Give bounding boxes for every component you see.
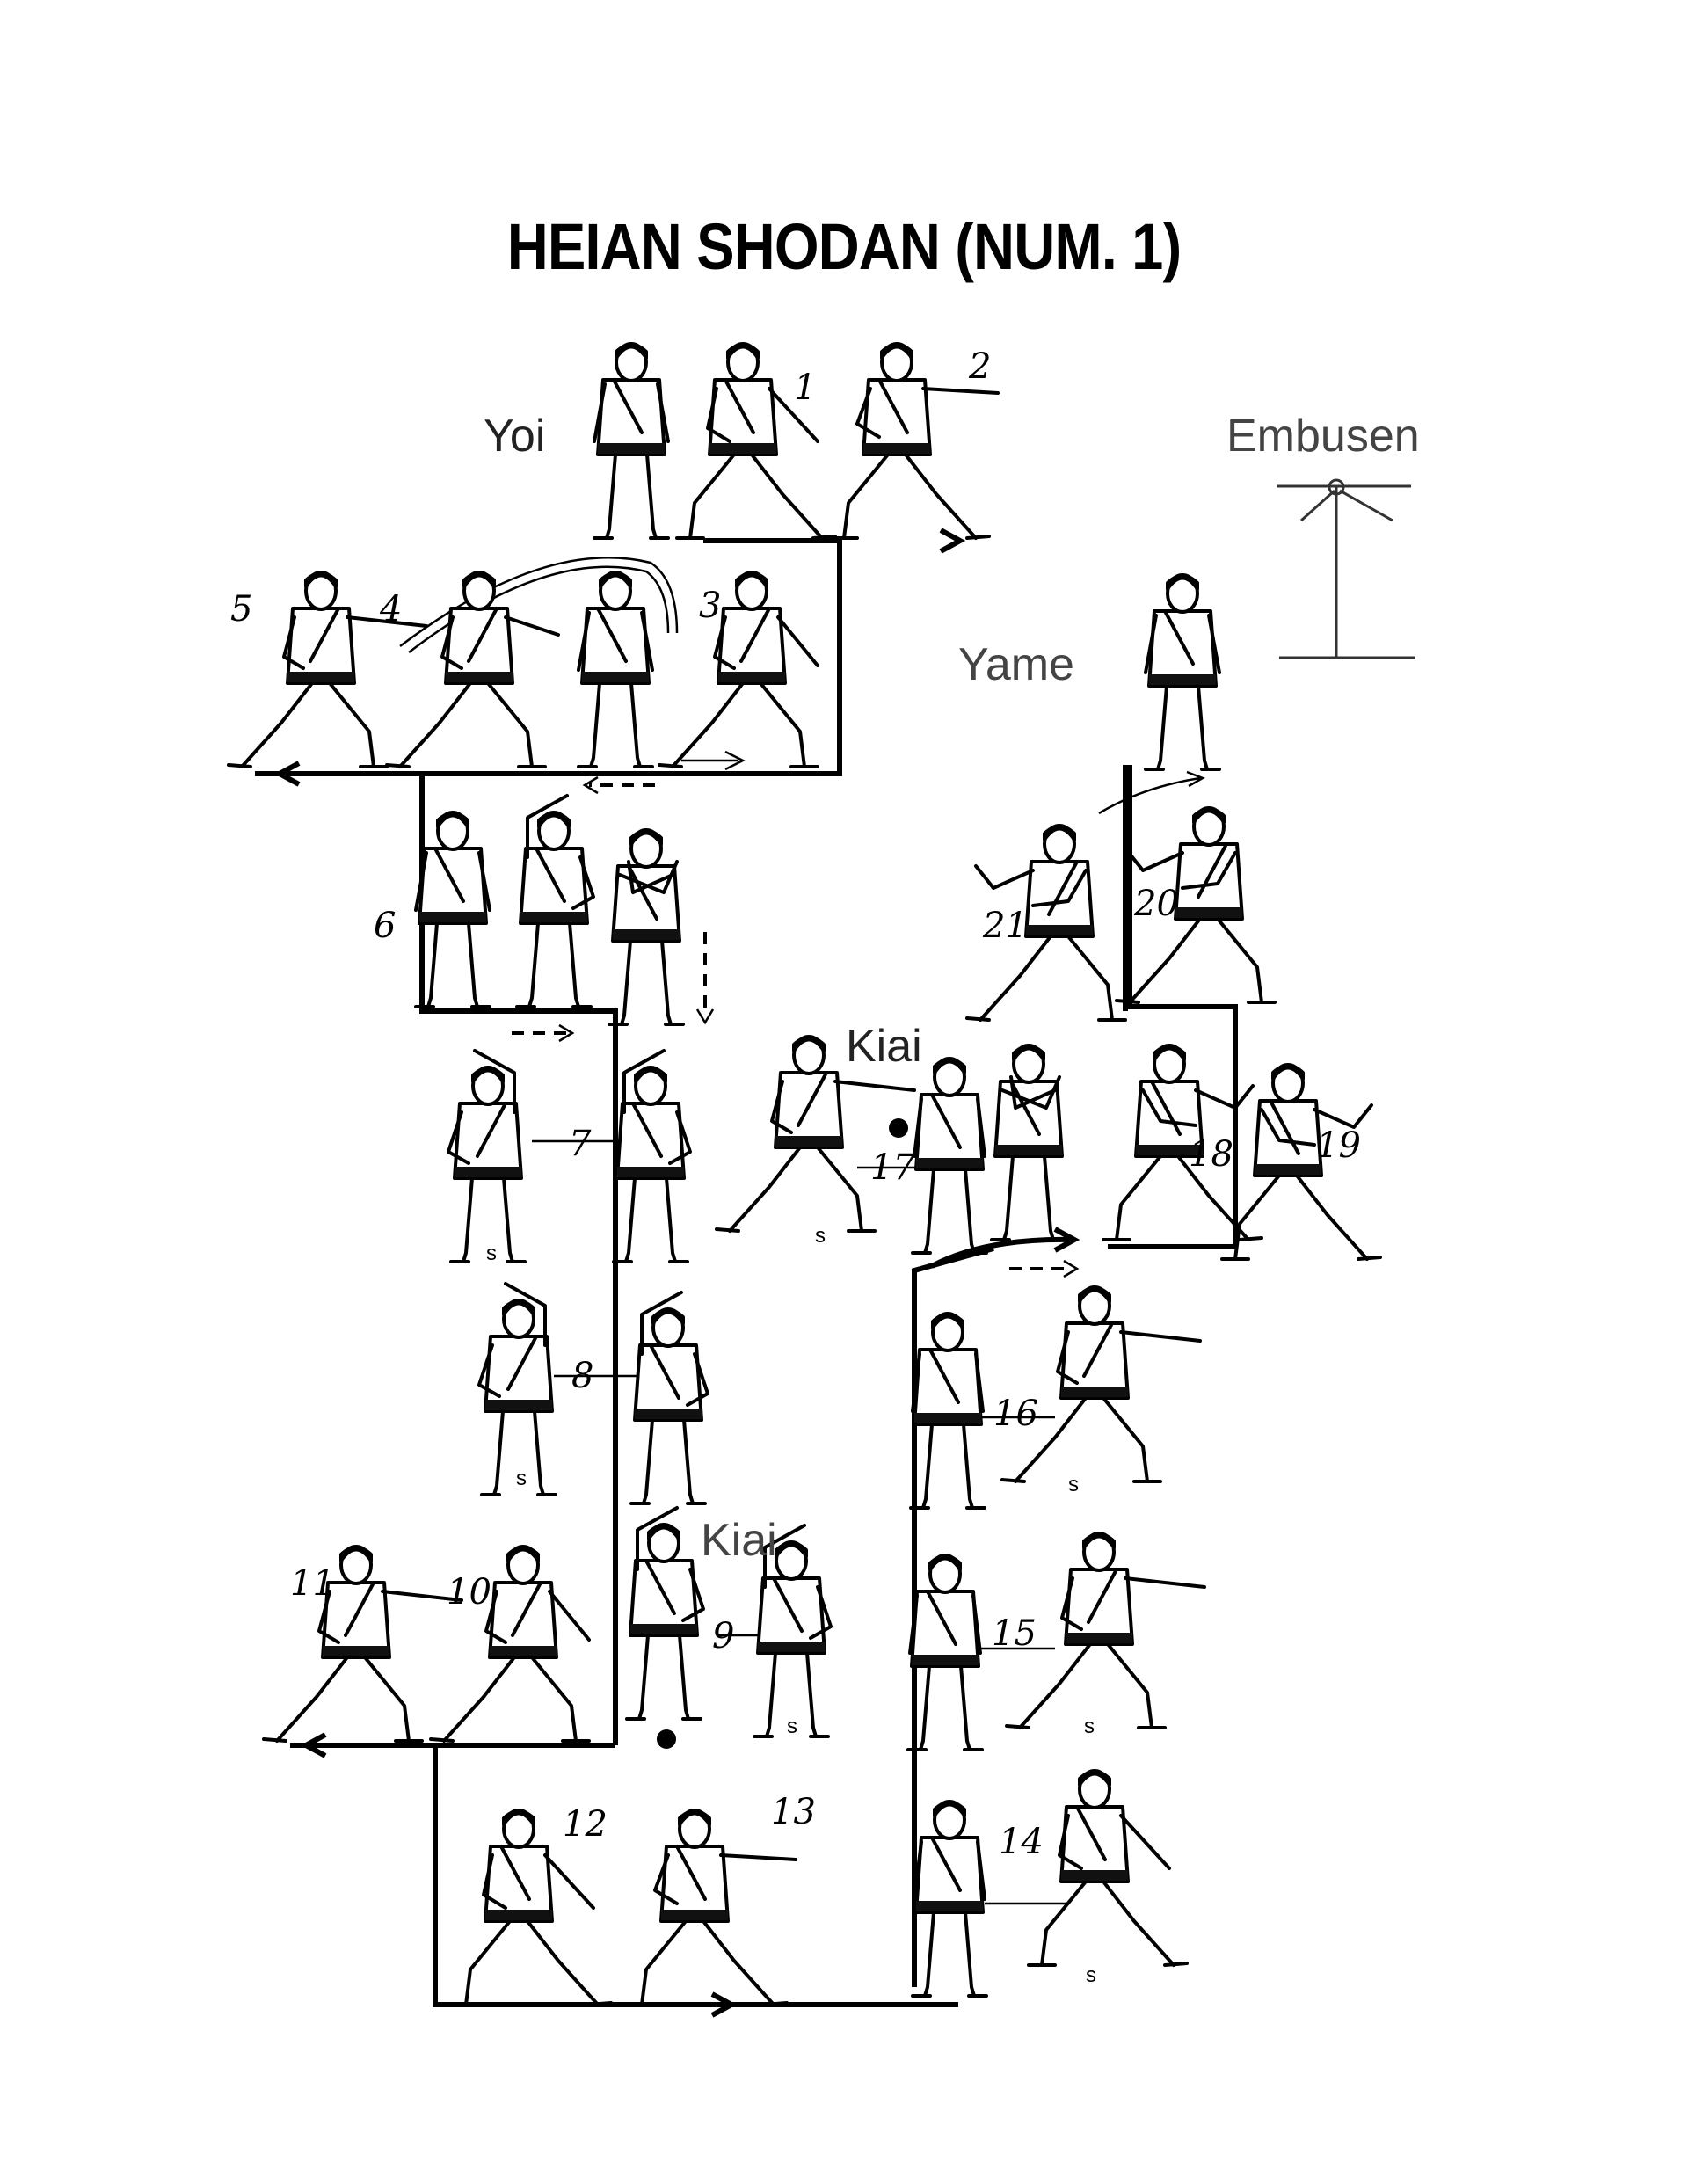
- karateka-13: [627, 1809, 797, 2006]
- kiai-dot-17: [889, 1118, 908, 1138]
- karateka-5: [227, 571, 428, 768]
- stance-marker-8: s: [516, 1467, 527, 1490]
- karateka-17b: [911, 1057, 988, 1255]
- karateka-16b: [1000, 1285, 1202, 1483]
- stance-marker-17: s: [815, 1224, 826, 1248]
- step-number-19: 19: [1316, 1125, 1361, 1166]
- arrow-outline-3: [681, 750, 746, 771]
- step-number-7: 7: [569, 1124, 592, 1164]
- karateka-4: [385, 571, 560, 768]
- path-right-upper: [1108, 765, 1238, 1249]
- step-number-9: 9: [712, 1616, 735, 1656]
- label-kiai-17: Kiai: [846, 1021, 922, 1072]
- karateka-21: [965, 824, 1127, 1022]
- arrow-to-yame-head: [1186, 770, 1205, 788]
- stance-marker-9: s: [787, 1714, 797, 1738]
- karateka-9b: [625, 1506, 705, 1721]
- karateka-12: [451, 1809, 613, 2006]
- karateka-15b: [1005, 1532, 1206, 1729]
- embusen-symbol: [1277, 478, 1415, 659]
- arrow-right-top: [939, 528, 966, 554]
- karateka-7: [447, 1049, 527, 1263]
- step-number-2: 2: [969, 346, 992, 387]
- karateka-15: [906, 1554, 984, 1751]
- arrow-to-yame: [1098, 776, 1201, 815]
- dash-arrow-1-head: [582, 775, 599, 795]
- karateka-16: [909, 1312, 986, 1510]
- step-number-12: 12: [563, 1804, 608, 1845]
- dash-arrow-2-head: [558, 1023, 575, 1043]
- karateka-8: [477, 1282, 557, 1496]
- karateka-14b: [1027, 1769, 1189, 1967]
- label-yoi: Yoi: [484, 411, 546, 462]
- karateka-19: [1220, 1063, 1382, 1261]
- karateka-6c: [608, 828, 685, 1026]
- karateka-turn-3: [577, 571, 654, 768]
- step-number-1: 1: [794, 368, 817, 408]
- karateka-20: [1115, 806, 1277, 1004]
- path-top: [255, 538, 842, 776]
- karateka-9: [753, 1524, 833, 1738]
- arrow-right-bottom: [710, 1991, 738, 2018]
- step-number-18: 18: [1189, 1134, 1233, 1175]
- karateka-17c: [990, 1044, 1067, 1241]
- stance-marker-15: s: [1084, 1714, 1095, 1738]
- karateka-7b: [612, 1049, 692, 1263]
- page-title: HEIAN SHODAN (NUM. 1): [506, 210, 1182, 283]
- step-number-6: 6: [374, 906, 397, 946]
- karateka-yame: [1144, 573, 1221, 771]
- karateka-11: [262, 1545, 463, 1743]
- dash-arrow-3-head: [695, 1008, 715, 1025]
- label-yame: Yame: [958, 639, 1074, 690]
- dash-arrow-4-head: [1063, 1259, 1080, 1278]
- step-number-13: 13: [771, 1792, 816, 1832]
- stance-marker-14: s: [1086, 1963, 1096, 1987]
- karateka-14: [911, 1800, 988, 1998]
- label-embusen: Embusen: [1226, 411, 1420, 462]
- karateka-10: [429, 1545, 591, 1743]
- step-number-20: 20: [1134, 884, 1179, 924]
- step-number-17: 17: [870, 1147, 915, 1188]
- arrow-left-top: [273, 761, 301, 787]
- step-number-15: 15: [992, 1613, 1037, 1654]
- karateka-18: [1102, 1044, 1263, 1241]
- karateka-figures: [227, 342, 1382, 2006]
- karateka-8b: [629, 1291, 709, 1505]
- step-number-16: 16: [993, 1394, 1038, 1434]
- step-number-5: 5: [230, 589, 253, 630]
- karateka-2: [829, 342, 1000, 540]
- step-number-14: 14: [999, 1822, 1044, 1862]
- kiai-dot-9: [657, 1729, 676, 1749]
- step-number-10: 10: [447, 1572, 491, 1613]
- label-kiai-9: Kiai: [701, 1515, 777, 1566]
- pair-connectors: [532, 1139, 1068, 1905]
- karateka-17: [715, 1035, 916, 1233]
- arrow-left-lower: [300, 1732, 327, 1758]
- karateka-3: [658, 571, 819, 768]
- stance-marker-16: s: [1068, 1473, 1079, 1496]
- step-number-4: 4: [380, 589, 403, 630]
- karateka-6b: [515, 794, 595, 1008]
- step-number-3: 3: [699, 586, 722, 626]
- stance-marker-7: s: [486, 1241, 497, 1265]
- step-number-11: 11: [290, 1563, 335, 1604]
- karateka-yoi: [593, 342, 670, 540]
- karateka-6: [414, 811, 491, 1008]
- step-number-8: 8: [571, 1356, 594, 1396]
- arrow-head-17: [1053, 1227, 1080, 1253]
- step-number-21: 21: [983, 906, 1028, 946]
